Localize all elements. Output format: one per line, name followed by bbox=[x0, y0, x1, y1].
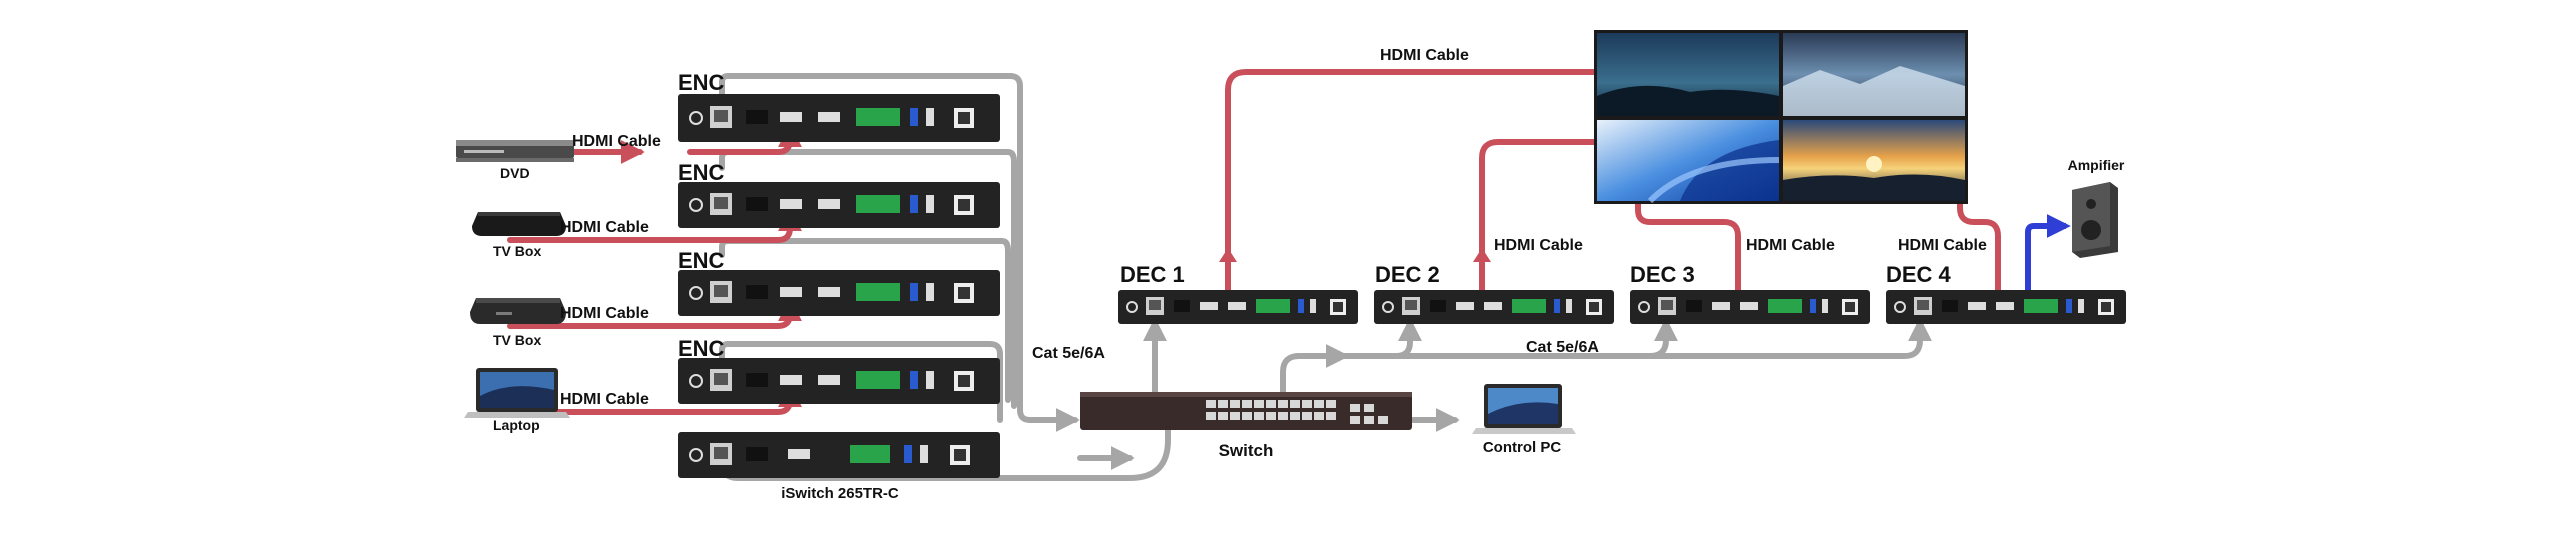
encoder-4: ENC bbox=[678, 336, 1000, 404]
hdmi-label-top: HDMI Cable bbox=[1380, 47, 1469, 64]
dvd-player-icon bbox=[456, 140, 574, 162]
network-switch-label: Switch bbox=[1219, 441, 1274, 460]
encoder-device-icon bbox=[678, 270, 1000, 316]
encoder-device-icon bbox=[678, 358, 1000, 404]
cat-label-right: Cat 5e/6A bbox=[1526, 339, 1599, 356]
hdmi-cable-dec1 bbox=[1225, 69, 1598, 293]
encoder-2: ENC bbox=[678, 160, 1000, 228]
laptop-icon bbox=[464, 368, 570, 418]
cat-label-left: Cat 5e/6A bbox=[1032, 345, 1105, 362]
lan-cable-dec4 bbox=[1647, 317, 1932, 359]
hdmi-label-tvbox-2: HDMI Cable bbox=[560, 305, 649, 322]
network-switch: Switch bbox=[1080, 392, 1412, 460]
encoder-device-icon bbox=[678, 94, 1000, 142]
amplifier-label: Ampifier bbox=[2068, 157, 2125, 173]
hdmi-label-dec3: HDMI Cable bbox=[1746, 237, 1835, 254]
decoder-3: DEC 3 bbox=[1630, 262, 1870, 324]
source-tv-box-1-label: TV Box bbox=[493, 243, 541, 259]
arrowhead-dec1 bbox=[1219, 248, 1237, 262]
lan-cable-enc3 bbox=[719, 238, 1011, 403]
laptop-icon bbox=[1472, 384, 1576, 434]
decoder-device-icon bbox=[1118, 290, 1358, 324]
encoder-1: ENC bbox=[678, 70, 1000, 142]
source-laptop: Laptop bbox=[464, 368, 570, 433]
encoder-3-label: ENC bbox=[678, 248, 725, 273]
source-tv-box-2: TV Box bbox=[470, 298, 566, 348]
decoder-device-icon bbox=[1374, 290, 1614, 324]
hdmi-cable-tvbox1 bbox=[507, 207, 802, 243]
lan-cable-dec2 bbox=[1295, 317, 1422, 359]
tv-box-icon bbox=[472, 212, 566, 236]
hdmi-label-dec4: HDMI Cable bbox=[1898, 237, 1987, 254]
hdmi-label-laptop: HDMI Cable bbox=[560, 391, 649, 408]
encoder-3: ENC bbox=[678, 248, 1000, 316]
lan-cable-enc4 bbox=[719, 341, 1003, 423]
control-pc: Control PC bbox=[1472, 384, 1576, 456]
speaker-icon bbox=[2072, 182, 2118, 258]
decoder-device-icon bbox=[1630, 290, 1870, 324]
hdmi-label-dec2: HDMI Cable bbox=[1494, 237, 1583, 254]
iswitch-device-icon bbox=[678, 432, 1000, 478]
source-tv-box-2-label: TV Box bbox=[493, 332, 541, 348]
source-laptop-label: Laptop bbox=[493, 417, 540, 433]
hdmi-cable-dec2 bbox=[1479, 139, 1598, 293]
encoder-4-label: ENC bbox=[678, 336, 725, 361]
hdmi-label-dvd: HDMI Cable bbox=[572, 133, 661, 150]
hdmi-label-tvbox-1: HDMI Cable bbox=[560, 219, 649, 236]
decoder-1-label: DEC 1 bbox=[1120, 262, 1185, 287]
decoder-2: DEC 2 bbox=[1374, 262, 1614, 324]
decoder-4-label: DEC 4 bbox=[1886, 262, 1952, 287]
source-tv-box-1: TV Box bbox=[472, 212, 566, 259]
encoder-1-label: ENC bbox=[678, 70, 725, 95]
encoder-2-label: ENC bbox=[678, 160, 725, 185]
amplifier: Ampifier bbox=[2068, 157, 2125, 258]
hdmi-arrowheads bbox=[1219, 248, 1491, 262]
iswitch-device-label: iSwitch 265TR-C bbox=[781, 485, 899, 502]
decoder-3-label: DEC 3 bbox=[1630, 262, 1695, 287]
arrowhead-dec2 bbox=[1473, 248, 1491, 262]
hdmi-cable-dec4 bbox=[1957, 197, 2001, 293]
encoder-device-icon bbox=[678, 182, 1000, 228]
decoder-4: DEC 4 bbox=[1886, 262, 2126, 324]
lan-cable-dec-bus bbox=[1280, 317, 1678, 395]
decoder-device-icon bbox=[1886, 290, 2126, 324]
source-dvd: DVD bbox=[456, 140, 574, 181]
video-wall bbox=[1594, 30, 1968, 204]
tv-box-icon bbox=[470, 298, 566, 324]
network-switch-icon bbox=[1080, 392, 1412, 430]
decoder-2-label: DEC 2 bbox=[1375, 262, 1440, 287]
audio-cable-amplifier bbox=[2025, 214, 2071, 298]
iswitch-device: iSwitch 265TR-C bbox=[678, 432, 1000, 502]
lan-cable-enc2 bbox=[719, 149, 1017, 409]
lan-cable-enc1 bbox=[719, 73, 1080, 432]
source-dvd-label: DVD bbox=[500, 165, 530, 181]
decoder-1: DEC 1 bbox=[1118, 262, 1358, 324]
control-pc-label: Control PC bbox=[1483, 439, 1561, 456]
hdmi-cable-dec3 bbox=[1635, 197, 1741, 293]
